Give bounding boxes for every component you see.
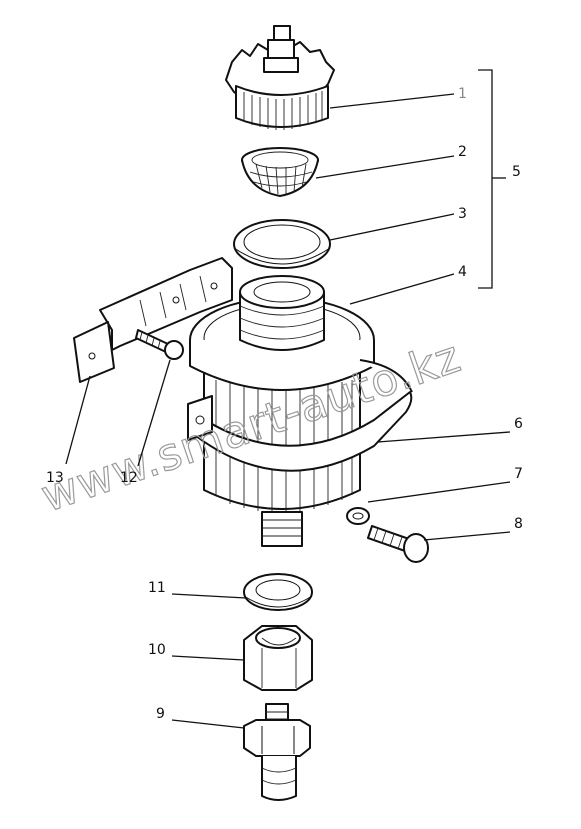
- label-11: 11: [148, 580, 166, 596]
- reservoir-body: [189, 275, 375, 547]
- label-5: 5: [512, 164, 521, 180]
- label-13: 13: [46, 470, 64, 486]
- hose-fitting: [243, 703, 311, 801]
- leader-lines: [65, 69, 511, 729]
- strainer-cup: [241, 147, 319, 197]
- callout-labels: 1 2 3 4 5 6 7 8 9 10 11 12 13: [46, 86, 523, 722]
- label-9: 9: [156, 706, 165, 722]
- label-3: 3: [458, 206, 467, 222]
- label-12: 12: [120, 470, 138, 486]
- lock-washer: [346, 507, 370, 525]
- bracket-bolt: [135, 329, 184, 360]
- clamp-bolt: [367, 525, 429, 563]
- label-6: 6: [514, 416, 523, 432]
- clamp-strap: [187, 359, 413, 472]
- label-10: 10: [148, 642, 166, 658]
- union-nut: [243, 625, 313, 691]
- label-4: 4: [458, 264, 467, 280]
- filler-cap: [225, 25, 335, 130]
- label-7: 7: [514, 466, 523, 482]
- label-8: 8: [514, 516, 523, 532]
- label-2: 2: [458, 144, 467, 160]
- sealing-ring: [233, 219, 331, 269]
- label-1: 1: [458, 86, 467, 102]
- mounting-bracket: [73, 257, 233, 383]
- gasket-washer: [243, 573, 313, 611]
